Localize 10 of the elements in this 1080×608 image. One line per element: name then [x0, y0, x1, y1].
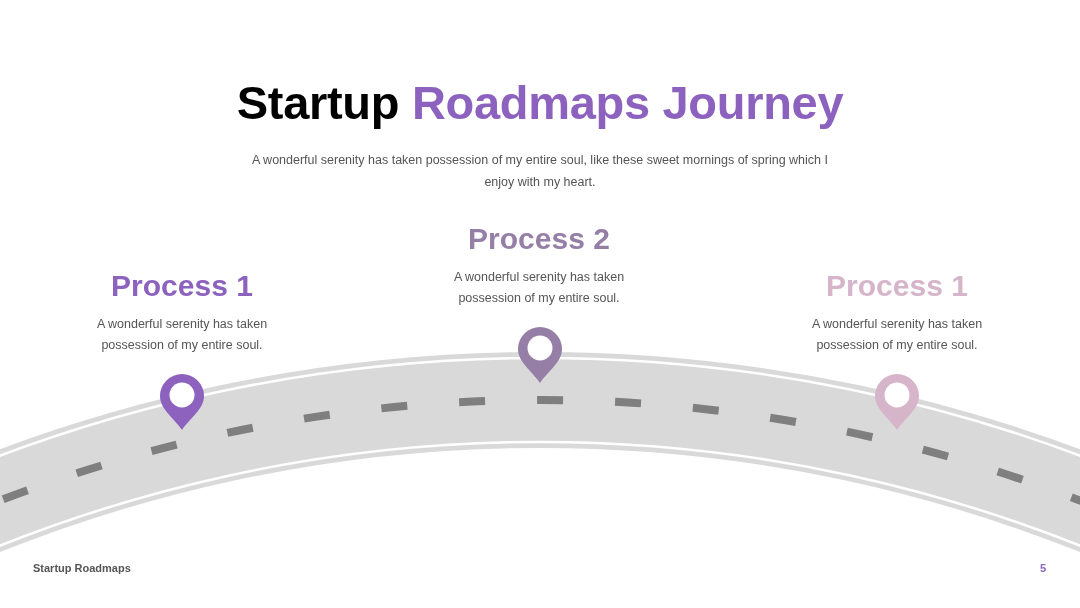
slide-title: Startup Roadmaps Journey — [236, 76, 844, 130]
step-description: A wonderful serenity has taken possession of my entire soul. — [452, 269, 626, 307]
page-number: 5 — [1039, 561, 1047, 575]
footer-text: Startup Roadmaps — [33, 561, 131, 575]
step-heading: Process 2 — [468, 221, 610, 257]
step-description: A wonderful serenity has taken possession of my entire soul. — [95, 316, 269, 354]
subtitle: A wonderful serenity has taken possession of my entire soul, like these sweet mornings of spring which I enjoy with my heart. — [251, 152, 829, 191]
step-heading: Process 1 — [826, 268, 968, 304]
step-heading: Process 1 — [111, 268, 253, 304]
step-description: A wonderful serenity has taken possession of my entire soul. — [810, 316, 984, 354]
